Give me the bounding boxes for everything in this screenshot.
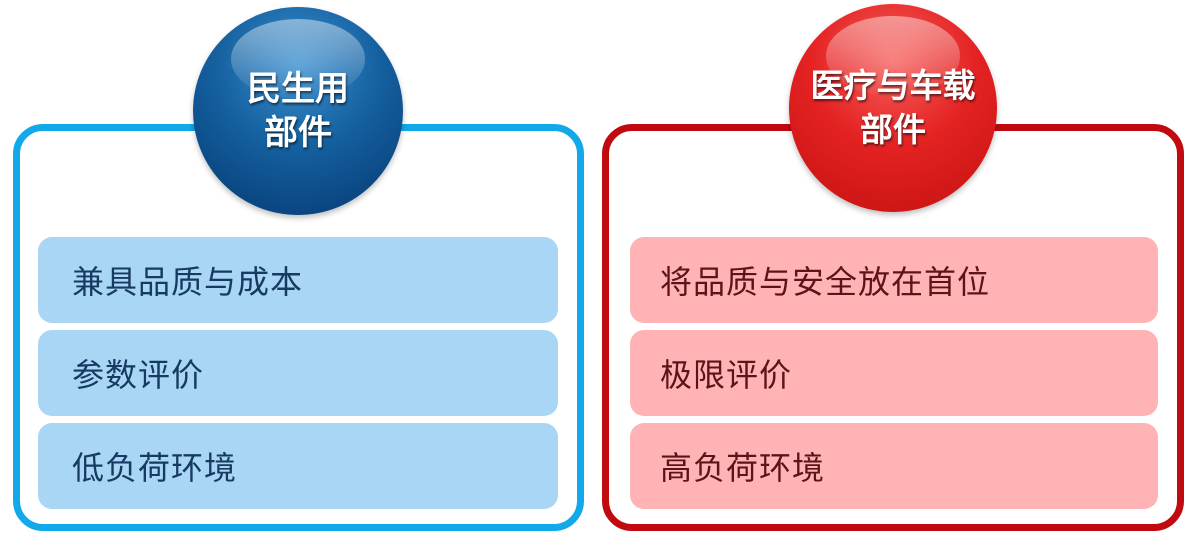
item-label: 低负荷环境 bbox=[72, 449, 238, 487]
title-line-1: 民生用 bbox=[247, 69, 349, 109]
medical-item-high-load: 高负荷环境 bbox=[630, 423, 1158, 509]
item-label: 将品质与安全放在首位 bbox=[660, 263, 991, 301]
item-label: 高负荷环境 bbox=[660, 449, 826, 487]
gloss-highlight bbox=[230, 19, 366, 99]
civil-item-parameter-evaluation: 参数评价 bbox=[38, 330, 558, 416]
gloss-highlight bbox=[826, 16, 960, 96]
item-label: 兼具品质与成本 bbox=[72, 263, 304, 301]
medical-item-quality-safety: 将品质与安全放在首位 bbox=[630, 237, 1158, 323]
title-line-2: 部件 bbox=[860, 110, 926, 149]
title-line-2: 部件 bbox=[264, 113, 332, 153]
title-line-1: 医疗与车载 bbox=[810, 66, 976, 105]
medical-automotive-panel: 将品质与安全放在首位 极限评价 高负荷环境 bbox=[602, 124, 1184, 531]
medical-automotive-title-ball: 医疗与车载 部件 bbox=[789, 4, 997, 212]
medical-item-limit-evaluation: 极限评价 bbox=[630, 330, 1158, 416]
item-label: 参数评价 bbox=[72, 356, 205, 394]
item-label: 极限评价 bbox=[660, 356, 793, 394]
civil-item-quality-cost: 兼具品质与成本 bbox=[38, 237, 558, 323]
civil-item-low-load: 低负荷环境 bbox=[38, 423, 558, 509]
civil-parts-title-ball: 民生用 部件 bbox=[193, 7, 403, 215]
